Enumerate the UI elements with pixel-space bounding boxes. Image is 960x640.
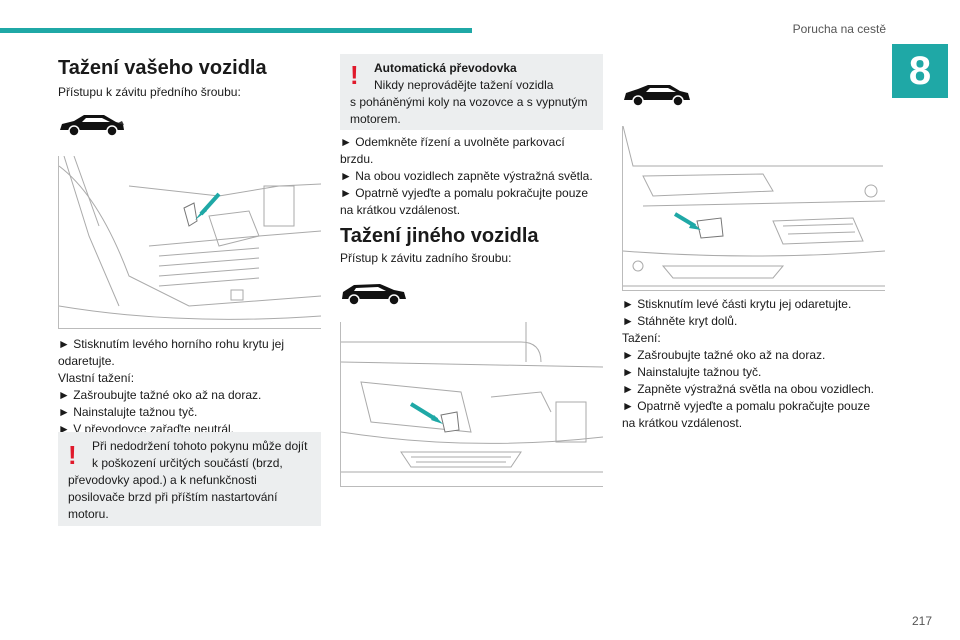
warning-line: Při nedodržení tohoto pokynu může dojít [92, 439, 308, 453]
rear-steps: ► Stisknutím levé části krytu jej odaret… [622, 296, 887, 432]
header-accent-bar [0, 28, 472, 33]
warning-line: s poháněnými koly na vozovce a s vypnutý… [350, 95, 588, 109]
step-line: ► Zašroubujte tažné oko až na doraz. [58, 388, 262, 402]
step-line: ► Zašroubujte tažné oko až na doraz. [622, 348, 826, 362]
step-line: ► Na obou vozidlech zapněte výstražná sv… [340, 169, 593, 183]
step-line: ► Zapněte výstražná světla na obou vozid… [622, 382, 875, 396]
warning-exclamation-icon: ! [350, 60, 359, 90]
intro-front: Přístupu k závitu předního šroubu: [58, 85, 241, 99]
car-front-icon [60, 115, 124, 137]
heading-towing-own: Tažení vašeho vozidla [58, 57, 267, 79]
warning-line: posilovače brzd při příštím nastartování [68, 490, 278, 504]
step-line: odaretujte. [58, 354, 115, 368]
step-line: na krátkou vzdálenost. [340, 203, 461, 217]
warning-box-automatic: ! Automatická převodovka Nikdy neprovádě… [340, 54, 603, 130]
step-line: ► Stáhněte kryt dolů. [622, 314, 738, 328]
car-towing-icon [624, 85, 690, 107]
chapter-badge: 8 [892, 44, 948, 98]
heading-towing-other: Tažení jiného vozidla [340, 225, 539, 247]
page-number: 217 [911, 614, 932, 628]
rear-bumper-illustration [340, 322, 603, 487]
warning-line: motoru. [68, 507, 109, 521]
warning-box-neutral: ! Při nedodržení tohoto pokynu může dojí… [58, 432, 321, 526]
step-line: ► Nainstalujte tažnou tyč. [622, 365, 762, 379]
warning-line: k poškození určitých součástí (brzd, [92, 456, 283, 470]
step-line: ► Opatrně vyjeďte a pomalu pokračujte po… [622, 399, 871, 413]
step-line: Vlastní tažení: [58, 371, 135, 385]
warning-title: Automatická převodovka [374, 61, 517, 75]
rear-cover-illustration [622, 126, 885, 291]
step-line: ► Odemkněte řízení a uvolněte parkovací [340, 135, 565, 149]
step-line: Tažení: [622, 331, 661, 345]
section-title: Porucha na cestě [792, 22, 886, 36]
step-line: ► Stisknutím levého horního rohu krytu j… [58, 337, 284, 351]
step-line: brzdu. [340, 152, 374, 166]
warning-exclamation-icon: ! [68, 440, 77, 470]
step-line: ► Nainstalujte tažnou tyč. [58, 405, 198, 419]
step-line: ► Opatrně vyjeďte a pomalu pokračujte po… [340, 186, 589, 200]
front-steps: ► Stisknutím levého horního rohu krytu j… [58, 336, 320, 438]
general-steps: ► Odemkněte řízení a uvolněte parkovací … [340, 134, 605, 219]
warning-line: převodovky apod.) a k nefunkčnosti [68, 473, 257, 487]
warning-line: Nikdy neprovádějte tažení vozidla [374, 78, 554, 92]
warning-line: motorem. [350, 112, 401, 126]
car-rear-icon [342, 284, 406, 306]
front-bumper-illustration [58, 156, 321, 329]
step-line: ► Stisknutím levé části krytu jej odaret… [622, 297, 852, 311]
step-line: na krátkou vzdálenost. [622, 416, 743, 430]
intro-rear: Přístup k závitu zadního šroubu: [340, 251, 512, 265]
